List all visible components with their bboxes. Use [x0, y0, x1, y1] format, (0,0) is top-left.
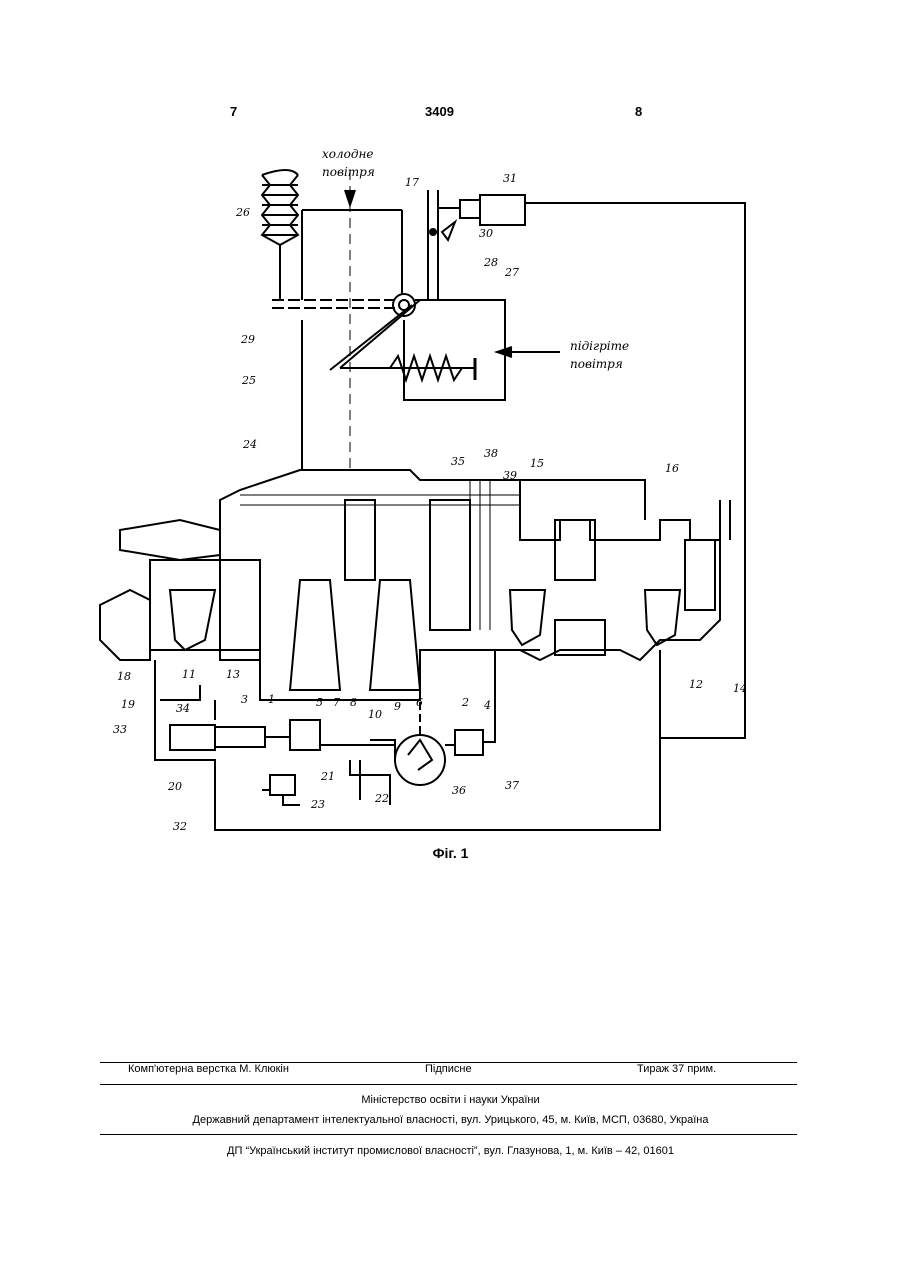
- ref-numeral-2: 2: [461, 696, 469, 709]
- hot-air-label-1: підігріте: [570, 339, 629, 353]
- ref-numeral-8: 8: [350, 696, 357, 709]
- cold-air-label-2: повітря: [322, 165, 375, 179]
- department-line: Державний департамент інтелектуальної вл…: [0, 1114, 901, 1126]
- ref-numeral-18: 18: [117, 670, 131, 683]
- ref-numeral-16: 16: [665, 462, 679, 475]
- ref-numeral-21: 21: [320, 770, 335, 783]
- ref-numeral-28: 28: [483, 256, 498, 269]
- ref-numeral-39: 39: [503, 469, 517, 482]
- ref-numeral-27: 27: [504, 266, 519, 279]
- ref-numeral-3: 3: [241, 693, 248, 706]
- ref-numeral-38: 38: [484, 447, 498, 460]
- ref-numeral-4: 4: [483, 699, 491, 712]
- ref-numeral-29: 29: [240, 333, 255, 346]
- ref-numeral-26: 26: [235, 206, 250, 219]
- ref-numeral-5: 5: [316, 696, 323, 709]
- circulation: Тираж 37 прим.: [637, 1063, 716, 1075]
- ref-numeral-23: 23: [310, 798, 325, 811]
- ref-numeral-13: 13: [226, 668, 240, 681]
- signed-label: Підписне: [425, 1063, 472, 1075]
- ref-numeral-6: 6: [416, 696, 423, 709]
- ref-numeral-1: 1: [268, 693, 275, 706]
- cold-air-label-1: холодне: [322, 147, 373, 161]
- page-number-left: 7: [230, 104, 237, 119]
- figure-caption: Фіг. 1: [0, 845, 901, 861]
- ref-numeral-9: 9: [394, 700, 401, 713]
- carburetor-diagram: холодне повітря підігріте повітря 123456…: [96, 140, 760, 860]
- hot-air-label-2: повітря: [570, 357, 623, 371]
- ref-numeral-35: 35: [451, 455, 465, 468]
- bottom-rule: [100, 1134, 797, 1135]
- ref-numeral-36: 36: [452, 784, 466, 797]
- ref-numeral-12: 12: [689, 678, 703, 691]
- ref-numeral-11: 11: [182, 668, 196, 681]
- ref-numeral-32: 32: [173, 820, 187, 833]
- ref-numeral-17: 17: [405, 176, 419, 189]
- ref-numeral-33: 33: [113, 723, 127, 736]
- institute-line: ДП “Український інститут промислової вла…: [0, 1145, 901, 1157]
- ministry-line: Міністерство освіти і науки України: [0, 1094, 901, 1106]
- ref-numeral-7: 7: [333, 696, 340, 709]
- ref-numeral-24: 24: [242, 438, 257, 451]
- layout-credit: Комп'ютерна верстка М. Клюкін: [128, 1063, 289, 1075]
- ref-numeral-30: 30: [479, 227, 493, 240]
- ref-numeral-34: 34: [176, 702, 190, 715]
- page-number-right: 8: [635, 104, 642, 119]
- ref-numeral-22: 22: [374, 792, 389, 805]
- ref-numeral-19: 19: [121, 698, 135, 711]
- middle-rule: [100, 1084, 797, 1085]
- ref-numeral-37: 37: [505, 779, 519, 792]
- ref-numeral-25: 25: [241, 374, 256, 387]
- ref-numeral-20: 20: [167, 780, 182, 793]
- ref-numeral-31: 31: [503, 172, 517, 185]
- ref-numeral-10: 10: [368, 708, 382, 721]
- patent-number: 3409: [425, 104, 454, 119]
- ref-numeral-14: 14: [733, 682, 747, 695]
- ref-numeral-15: 15: [530, 457, 544, 470]
